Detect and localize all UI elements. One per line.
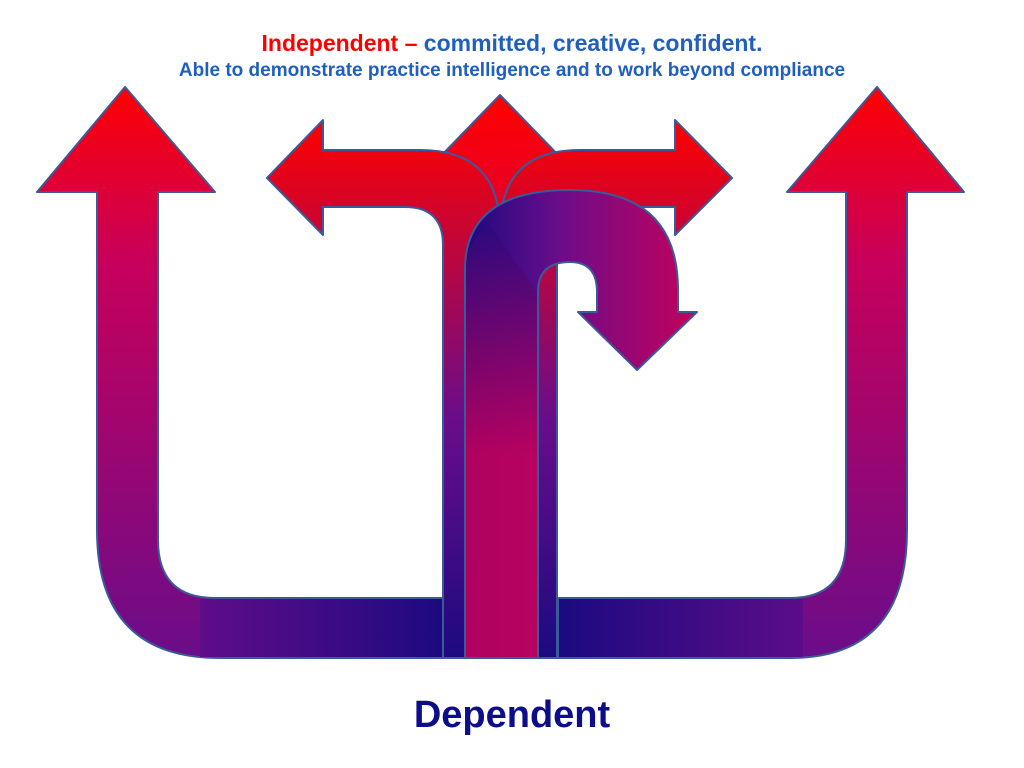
u-turn-stem xyxy=(466,225,537,657)
right-outer-arrow xyxy=(557,86,965,659)
title-block: Independent – committed, creative, confi… xyxy=(0,28,1024,84)
title-emphasis: Independent – xyxy=(261,30,418,56)
bottom-bar-right xyxy=(559,599,803,657)
title-line: Independent – committed, creative, confi… xyxy=(0,28,1024,58)
subtitle: Able to demonstrate practice intelligenc… xyxy=(178,60,846,81)
bottom-bar-left xyxy=(200,599,444,657)
bottom-label-dependent: Dependent xyxy=(413,694,611,736)
title-rest: committed, creative, confident. xyxy=(423,30,763,56)
left-outer-arrow xyxy=(36,86,446,659)
